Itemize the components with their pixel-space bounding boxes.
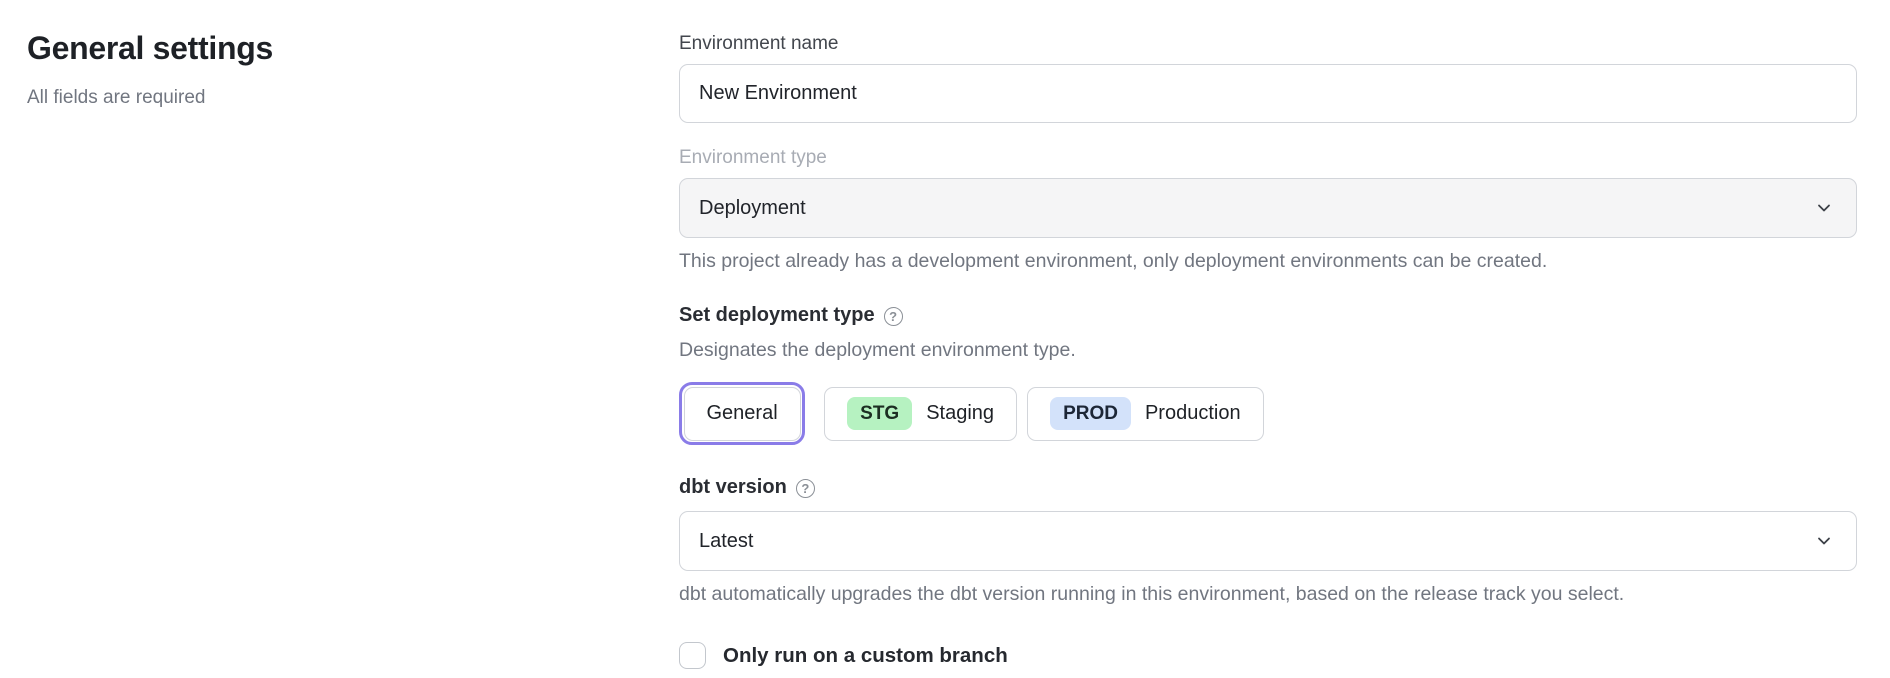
selected-option-ring: General: [679, 382, 806, 445]
custom-branch-row: Only run on a custom branch: [679, 642, 1857, 669]
chevron-down-icon: [1814, 198, 1834, 218]
environment-type-select[interactable]: Deployment: [679, 178, 1857, 238]
settings-form: Environment name Environment type Deploy…: [679, 33, 1857, 669]
dbt-version-value: Latest: [699, 529, 754, 552]
stg-badge: STG: [847, 396, 913, 431]
dbt-version-label-row: dbt version ?: [679, 476, 1857, 499]
custom-branch-label: Only run on a custom branch: [723, 643, 1008, 667]
deployment-type-label: Set deployment type: [679, 304, 875, 326]
dbt-version-label: dbt version: [679, 476, 787, 498]
deployment-type-production-button[interactable]: PROD Production: [1027, 386, 1264, 441]
deployment-type-label-row: Set deployment type ?: [679, 304, 1857, 327]
deployment-type-options: General STG Staging PROD Production: [679, 382, 1857, 445]
production-button-label: Production: [1144, 402, 1241, 424]
page-subtitle: All fields are required: [27, 87, 206, 108]
environment-type-value: Deployment: [699, 196, 806, 219]
chevron-down-icon: [1814, 531, 1834, 551]
general-button-label: General: [706, 402, 778, 424]
help-icon[interactable]: ?: [795, 479, 815, 498]
custom-branch-checkbox[interactable]: [679, 642, 706, 669]
help-icon[interactable]: ?: [883, 307, 903, 326]
page-title: General settings: [27, 30, 273, 66]
dbt-version-select[interactable]: Latest: [679, 511, 1857, 571]
environment-type-label: Environment type: [679, 147, 827, 168]
prod-badge: PROD: [1050, 396, 1131, 431]
environment-name-input[interactable]: [679, 64, 1857, 123]
deployment-type-helper: Designates the deployment environment ty…: [679, 339, 1076, 361]
dbt-version-helper: dbt automatically upgrades the dbt versi…: [679, 583, 1625, 605]
settings-header: General settings All fields are required: [27, 30, 627, 109]
staging-button-label: Staging: [926, 402, 995, 424]
environment-type-helper: This project already has a development e…: [679, 250, 1548, 272]
deployment-type-staging-button[interactable]: STG Staging: [824, 386, 1018, 441]
deployment-type-general-button[interactable]: General: [683, 386, 801, 441]
environment-name-label: Environment name: [679, 33, 839, 54]
